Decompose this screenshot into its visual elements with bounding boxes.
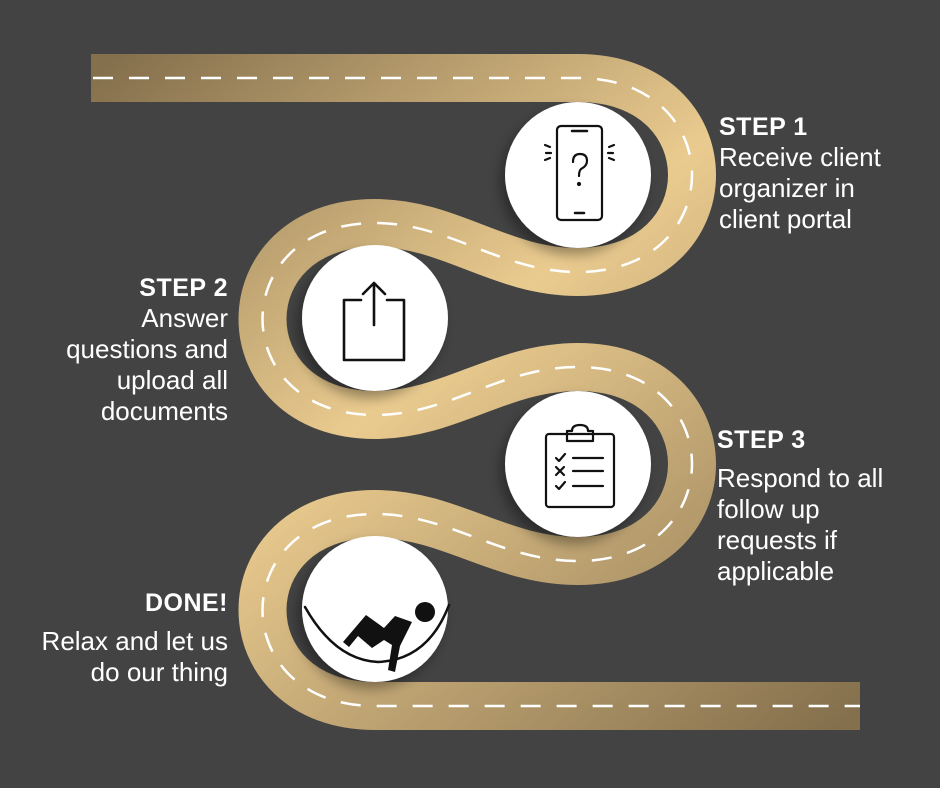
step-2-title: STEP 2	[139, 274, 228, 302]
step-3-text: STEP 3 Respond to all follow up requests…	[717, 425, 932, 587]
step-3-line: applicable	[717, 556, 835, 586]
step-1-icon-circle	[505, 102, 651, 248]
step-2-line: upload all	[116, 365, 228, 395]
done-text: DONE! Relax and let us do our thing	[10, 588, 228, 688]
step-3-title: STEP 3	[717, 426, 806, 454]
step-1-line: client portal	[719, 204, 852, 234]
step-3-line: Respond to all	[717, 463, 884, 493]
done-title: DONE!	[144, 589, 228, 617]
done-line: Relax and let us	[41, 626, 228, 656]
done-icon-circle	[302, 536, 451, 682]
step-3-line: follow up	[717, 494, 820, 524]
step-1-description: Receive client organizer in client porta…	[719, 142, 929, 235]
step-1-text: STEP 1 Receive client organizer in clien…	[719, 112, 929, 235]
step-3-description: Respond to all follow up requests if app…	[717, 463, 932, 587]
hammock-relax-icon	[303, 602, 451, 672]
step-2-icon-circle	[302, 245, 448, 391]
step-2-line: questions and	[66, 334, 228, 364]
step-1-line: organizer in	[719, 173, 855, 203]
step-2-description: Answer questions and upload all document…	[20, 303, 228, 427]
checklist-icon	[544, 423, 616, 509]
step-1-line: Receive client	[719, 142, 881, 172]
step-2-line: documents	[100, 396, 228, 426]
phone-question-icon	[543, 124, 616, 222]
winding-road	[91, 54, 860, 730]
step-2-text: STEP 2 Answer questions and upload all d…	[20, 273, 228, 427]
step-3-icon-circle	[505, 391, 651, 537]
upload-icon	[342, 281, 406, 362]
step-2-line: Answer	[141, 303, 228, 333]
done-description: Relax and let us do our thing	[10, 626, 228, 688]
done-line: do our thing	[90, 657, 228, 687]
step-1-title: STEP 1	[719, 113, 808, 141]
step-3-line: requests if	[717, 525, 837, 555]
